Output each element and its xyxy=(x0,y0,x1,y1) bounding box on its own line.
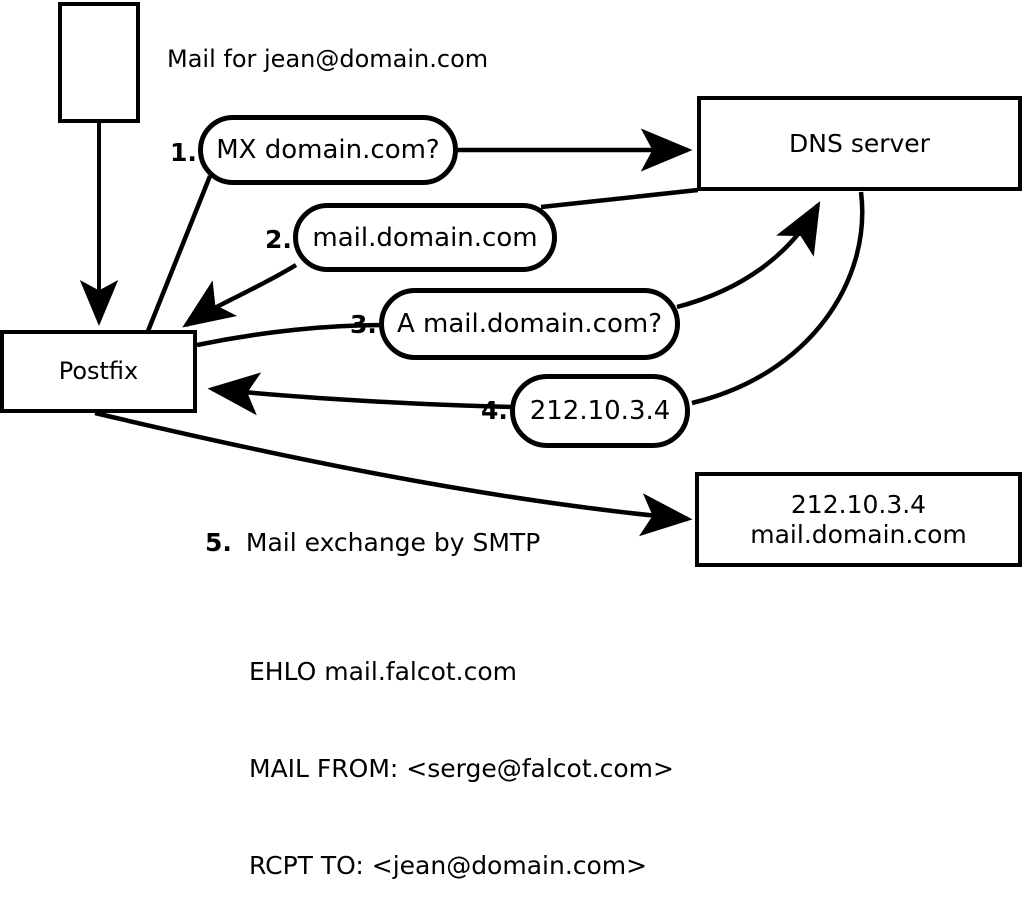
arrow-bubble3-to-dns xyxy=(676,201,821,310)
postfix-node[interactable]: Postfix xyxy=(0,330,197,413)
client-node[interactable] xyxy=(58,2,140,123)
dns-server-label: DNS server xyxy=(789,128,930,158)
dns-server-node[interactable]: DNS server xyxy=(697,96,1022,191)
mail-server-hostname: mail.domain.com xyxy=(750,519,967,549)
message-bubble-a-answer-label: 212.10.3.4 xyxy=(529,396,671,426)
step-5-row: 5. Mail exchange by SMTP xyxy=(205,528,540,557)
smtp-transcript: EHLO mail.falcot.com MAIL FROM: <serge@f… xyxy=(249,592,674,919)
smtp-line: RCPT TO: <jean@domain.com> xyxy=(249,850,648,880)
arrow-bubble2-to-postfix xyxy=(182,263,298,328)
mail-server-node[interactable]: 212.10.3.4 mail.domain.com xyxy=(695,472,1022,567)
smtp-line: MAIL FROM: <serge@falcot.com> xyxy=(249,754,674,784)
step-5-number: 5. xyxy=(205,528,232,557)
message-bubble-a-query[interactable]: A mail.domain.com? xyxy=(379,288,680,360)
message-bubble-a-query-label: A mail.domain.com? xyxy=(397,309,662,339)
mail-for-note: Mail for jean@domain.com xyxy=(167,45,489,73)
line-postfix-to-bubble1 xyxy=(145,175,213,332)
message-bubble-mx-query[interactable]: MX domain.com? xyxy=(198,115,458,185)
message-bubble-mx-answer-label: mail.domain.com xyxy=(312,222,538,253)
step-1-number: 1. xyxy=(170,138,197,167)
message-bubble-mx-answer[interactable]: mail.domain.com xyxy=(293,203,557,272)
step-5-label: Mail exchange by SMTP xyxy=(245,528,541,557)
smtp-line: EHLO mail.falcot.com xyxy=(249,657,518,687)
line-dns-to-bubble4 xyxy=(691,191,865,406)
message-bubble-a-answer[interactable]: 212.10.3.4 xyxy=(510,374,690,448)
postfix-label: Postfix xyxy=(58,357,139,386)
mail-server-ip: 212.10.3.4 xyxy=(790,490,927,519)
line-dns-to-bubble2 xyxy=(540,187,699,210)
step-4-number: 4. xyxy=(481,396,508,425)
step-2-number: 2. xyxy=(265,225,292,254)
step-3-number: 3. xyxy=(350,310,377,339)
arrow-bubble4-to-postfix xyxy=(207,372,513,416)
message-bubble-mx-query-label: MX domain.com? xyxy=(216,135,440,165)
